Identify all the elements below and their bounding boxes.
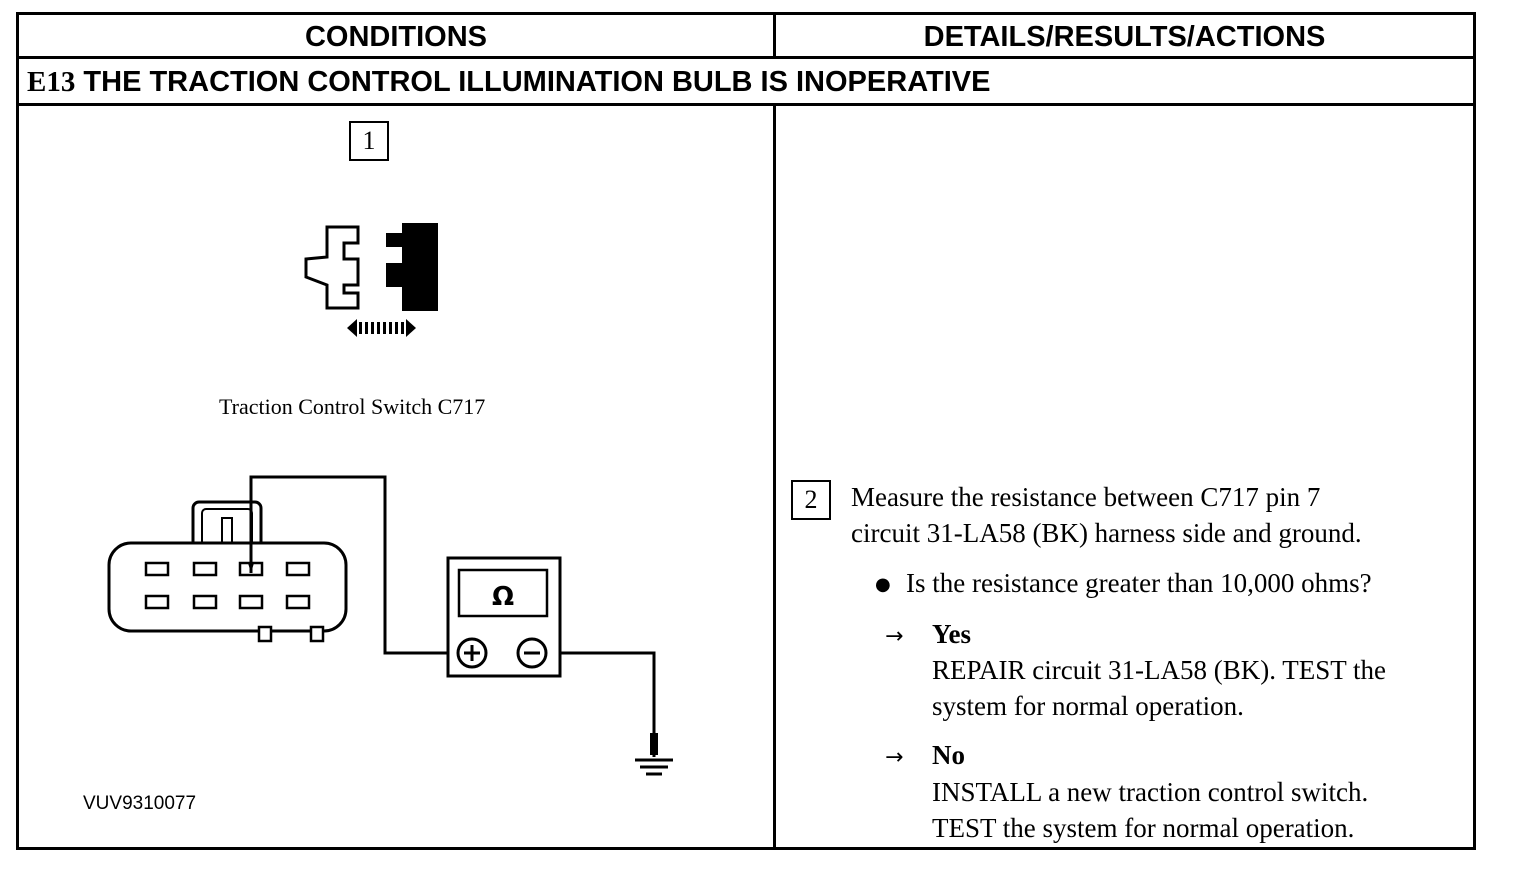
- test-title: E13 THE TRACTION CONTROL ILLUMINATION BU…: [27, 60, 990, 104]
- test-code: E13: [27, 66, 76, 98]
- step-2-box: 2: [791, 480, 831, 520]
- yes-action-line-2: system for normal operation.: [932, 691, 1244, 721]
- header-divider: [773, 15, 776, 59]
- step-1-box: 1: [349, 121, 389, 161]
- right-arrow-icon: →: [885, 745, 904, 770]
- ohmmeter: [446, 556, 562, 678]
- step-2-instruction-line-2: circuit 31-LA58 (BK) harness side and gr…: [851, 518, 1362, 548]
- step-2-instruction-line-1: Measure the resistance between C717 pin …: [851, 482, 1321, 512]
- no-action-line-1: INSTALL a new traction control switch.: [932, 777, 1369, 807]
- disconnect-connector-icon: [304, 223, 438, 337]
- ohm-symbol: Ω: [492, 582, 514, 612]
- test-title-text: THE TRACTION CONTROL ILLUMINATION BULB I…: [83, 66, 991, 98]
- details-results-actions-header: DETAILS/RESULTS/ACTIONS: [923, 21, 1326, 53]
- body-divider: [773, 103, 776, 847]
- right-arrow-icon: →: [885, 624, 904, 649]
- connector-caption: Traction Control Switch C717: [219, 394, 486, 419]
- title-rule: [19, 103, 1473, 106]
- bullet-icon: ●: [875, 574, 891, 595]
- no-action-line-2: TEST the system for normal operation.: [932, 813, 1355, 843]
- figure-id: VUV9310077: [83, 793, 197, 814]
- header-rule: [19, 56, 1473, 59]
- yes-label: Yes: [932, 619, 971, 649]
- no-label: No: [932, 740, 965, 770]
- yes-action-line-1: REPAIR circuit 31-LA58 (BK). TEST the: [932, 655, 1386, 685]
- connector-test-illustration: Ω: [107, 223, 673, 776]
- diagnostic-table: CONDITIONS DETAILS/RESULTS/ACTIONS E13 T…: [16, 12, 1476, 850]
- step-2-question: Is the resistance greater than 10,000 oh…: [906, 568, 1372, 598]
- conditions-header: CONDITIONS: [304, 21, 488, 53]
- ground-icon: [635, 733, 673, 776]
- harness-connector-c717: [107, 500, 348, 643]
